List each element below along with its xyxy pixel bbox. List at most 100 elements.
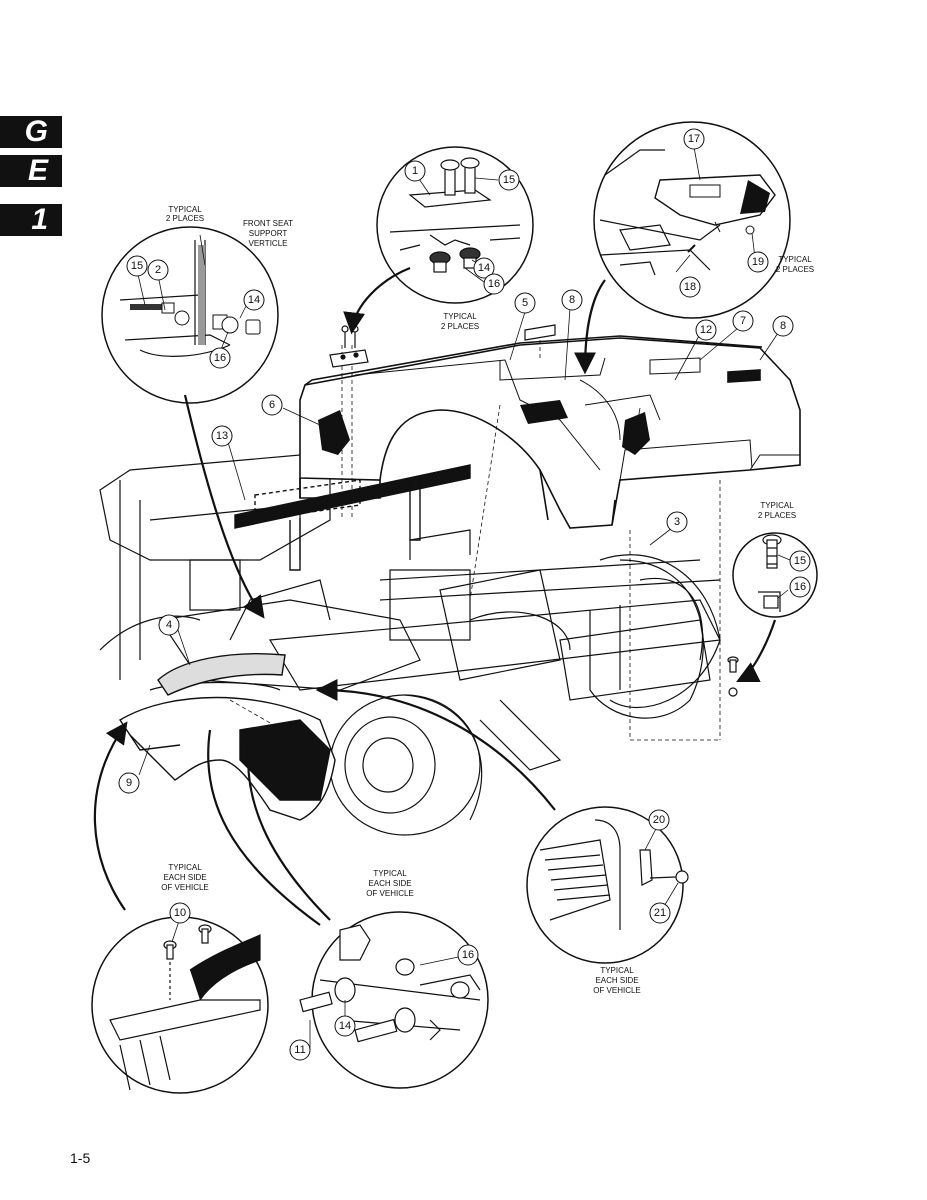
svg-text:5: 5 xyxy=(522,297,528,309)
svg-text:OF VEHICLE: OF VEHICLE xyxy=(366,889,414,898)
note-typical-2-places-right: TYPICAL 2 PLACES xyxy=(758,501,796,520)
svg-text:2 PLACES: 2 PLACES xyxy=(758,511,796,520)
callout-16-right: 16 xyxy=(789,576,811,598)
rear-body-panel xyxy=(299,335,801,529)
svg-text:14: 14 xyxy=(248,294,260,306)
svg-text:EACH SIDE: EACH SIDE xyxy=(595,976,638,985)
svg-text:9: 9 xyxy=(126,777,132,789)
svg-text:EACH SIDE: EACH SIDE xyxy=(368,879,411,888)
callout-7: 7 xyxy=(732,310,754,332)
svg-text:15: 15 xyxy=(794,555,806,567)
svg-text:15: 15 xyxy=(131,260,143,272)
svg-text:19: 19 xyxy=(752,256,764,268)
svg-text:TYPICAL: TYPICAL xyxy=(373,869,407,878)
support-bracket xyxy=(234,464,471,571)
rear-wheel xyxy=(329,694,483,836)
callout-14-bottom: 14 xyxy=(334,1015,356,1037)
svg-text:TYPICAL: TYPICAL xyxy=(778,255,812,264)
callout-20: 20 xyxy=(648,809,670,831)
callout-9: 9 xyxy=(118,772,140,794)
callout-17: 17 xyxy=(683,128,705,150)
note-front-seat-support: FRONT SEAT SUPPORT VERTICLE xyxy=(243,219,293,248)
svg-text:14: 14 xyxy=(339,1020,351,1032)
svg-text:14: 14 xyxy=(478,262,490,274)
callout-19: 19 xyxy=(747,251,769,273)
body-recess-right xyxy=(622,412,650,455)
detail-circle-bracket xyxy=(593,121,791,319)
callout-15-left: 15 xyxy=(126,255,148,277)
svg-text:1: 1 xyxy=(412,165,418,177)
note-typical-2-places-left: TYPICAL 2 PLACES xyxy=(166,205,204,223)
rear-fender xyxy=(119,696,336,821)
alignment-guides xyxy=(229,340,721,741)
svg-text:4: 4 xyxy=(166,619,172,631)
svg-text:3: 3 xyxy=(674,516,680,528)
note-typical-2-places-bracket: TYPICAL 2 PLACES xyxy=(776,255,814,274)
callout-14-left: 14 xyxy=(243,289,265,311)
svg-text:16: 16 xyxy=(462,949,474,961)
svg-text:EACH SIDE: EACH SIDE xyxy=(163,873,206,882)
detail-circle-seat-bracket xyxy=(526,806,689,964)
svg-text:16: 16 xyxy=(794,581,806,593)
callout-15-top: 15 xyxy=(498,169,520,191)
svg-text:6: 6 xyxy=(269,399,275,411)
callout-12: 12 xyxy=(695,319,717,341)
callout-3: 3 xyxy=(666,511,688,533)
chassis-bolt xyxy=(727,656,739,697)
leader-arrows xyxy=(93,266,777,926)
svg-text:TYPICAL: TYPICAL xyxy=(600,966,634,975)
svg-text:VERTICLE: VERTICLE xyxy=(249,239,288,248)
callout-4: 4 xyxy=(158,614,180,636)
detail-circle-fender-screws xyxy=(91,916,269,1094)
callout-18: 18 xyxy=(679,276,701,298)
callout-5: 5 xyxy=(514,292,536,314)
svg-text:11: 11 xyxy=(294,1044,305,1056)
callout-16-bottom: 16 xyxy=(457,944,479,966)
svg-text:2 PLACES: 2 PLACES xyxy=(441,322,479,331)
svg-text:7: 7 xyxy=(740,315,746,327)
svg-text:8: 8 xyxy=(780,320,786,332)
callout-16-top: 16 xyxy=(483,273,505,295)
note-typical-each-side-left: TYPICAL EACH SIDE OF VEHICLE xyxy=(161,863,209,892)
section-tab-1: 1 xyxy=(0,203,62,236)
svg-text:2 PLACES: 2 PLACES xyxy=(776,265,814,274)
detail-circle-bolts xyxy=(376,146,534,304)
callout-2: 2 xyxy=(147,259,169,281)
callout-21: 21 xyxy=(649,902,671,924)
fender-bracket xyxy=(157,653,286,696)
note-typical-each-side-right: TYPICAL EACH SIDE OF VEHICLE xyxy=(593,966,641,995)
callout-8-right: 8 xyxy=(772,315,794,337)
section-tab-g: G xyxy=(0,115,62,148)
svg-text:8: 8 xyxy=(569,294,575,306)
svg-text:OF VEHICLE: OF VEHICLE xyxy=(593,986,641,995)
svg-text:2 PLACES: 2 PLACES xyxy=(166,214,204,223)
callout-10: 10 xyxy=(169,902,191,924)
callout-6: 6 xyxy=(261,394,283,416)
callout-13: 13 xyxy=(211,425,233,447)
svg-text:18: 18 xyxy=(684,281,696,293)
svg-text:TYPICAL: TYPICAL xyxy=(760,501,794,510)
svg-text:TYPICAL: TYPICAL xyxy=(443,312,477,321)
detail-circle-seat-support xyxy=(101,226,279,404)
svg-text:15: 15 xyxy=(503,174,515,186)
callout-8-center: 8 xyxy=(561,289,583,311)
svg-text:17: 17 xyxy=(688,133,700,145)
svg-text:10: 10 xyxy=(174,907,186,919)
section-tab-e: E xyxy=(0,154,62,187)
seat-mount-cutout xyxy=(520,400,568,424)
svg-text:2: 2 xyxy=(155,264,161,276)
detail-circle-right-bolts xyxy=(732,532,818,618)
note-typical-each-side-middle: TYPICAL EACH SIDE OF VEHICLE xyxy=(366,869,414,898)
detail-circle-hardware xyxy=(299,911,489,1089)
callout-14-top: 14 xyxy=(473,257,495,279)
svg-text:TYPICAL: TYPICAL xyxy=(168,205,202,214)
note-typical-2-places-top: TYPICAL 2 PLACES xyxy=(441,312,479,331)
svg-text:21: 21 xyxy=(654,907,666,919)
callout-15-right: 15 xyxy=(789,550,811,572)
svg-text:TYPICAL: TYPICAL xyxy=(168,863,202,872)
svg-text:13: 13 xyxy=(216,430,228,442)
seat-bracket-plate xyxy=(329,324,556,368)
svg-text:12: 12 xyxy=(700,324,712,336)
